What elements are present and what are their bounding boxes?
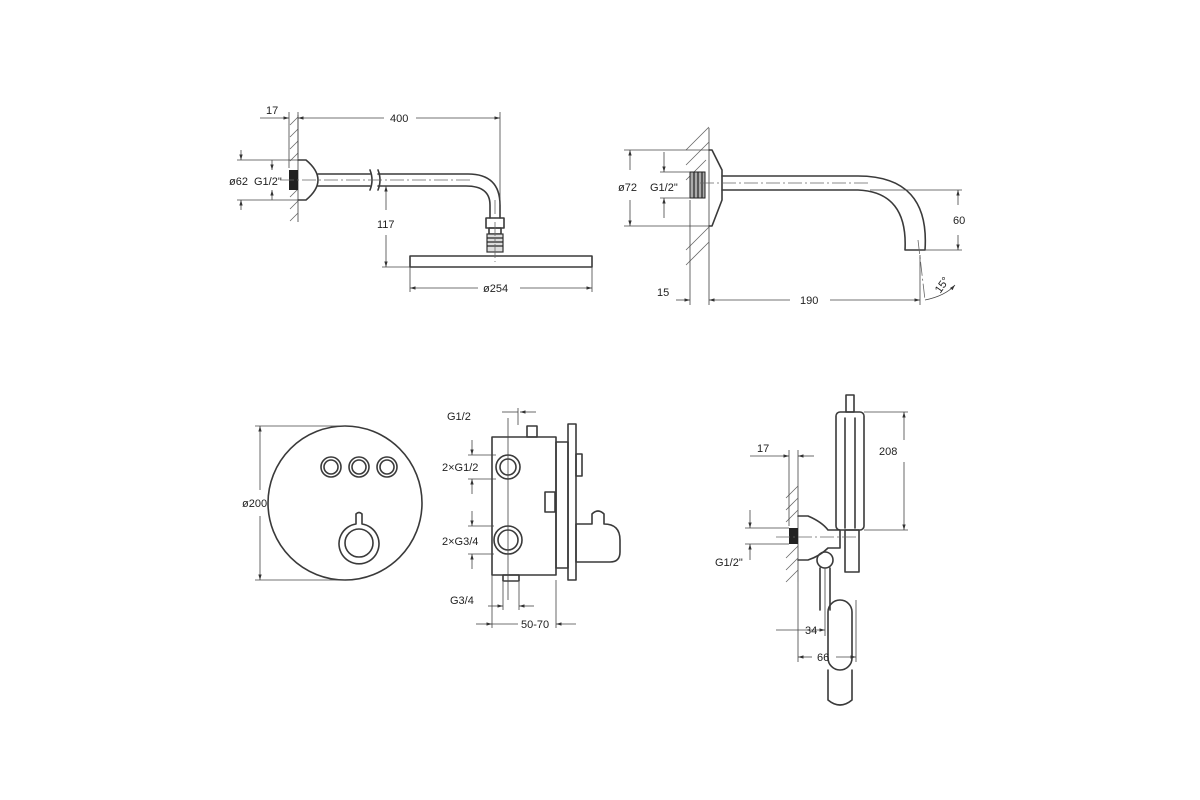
dim-install-depth: 50-70 [521, 619, 549, 631]
thread-block [789, 528, 798, 544]
wall-elbow [797, 515, 841, 561]
dim-spout-15: 15 [657, 287, 669, 299]
dim-arm-400: 400 [390, 113, 408, 125]
dim-hand-thread: G1/2" [715, 557, 743, 569]
shower-head [409, 255, 593, 268]
spout-body [721, 175, 927, 251]
spout-view: ø72 G1/2" 60 15 190 15° [618, 126, 965, 307]
spout-flange [708, 149, 723, 227]
wall-hatch [685, 126, 710, 305]
dim-flange-62: ø62 [229, 176, 248, 188]
hand-shower-handle [835, 411, 865, 531]
mixer-body-view: G1/2 2×G1/2 2×G3/4 G3/4 50-70 [442, 408, 621, 631]
dim-outlet-threads: 2×G1/2 [442, 462, 478, 474]
dim-hand-34: 34 [805, 625, 817, 637]
dim-inlet-threads: 2×G3/4 [442, 536, 478, 548]
shower-head-view: 17 400 ø62 G1/2" 117 ø254 [229, 105, 593, 295]
button-2 [348, 456, 370, 478]
dim-spout-flange-72: ø72 [618, 182, 637, 194]
dim-hand-height-208: 208 [879, 446, 897, 458]
mixer-knob [338, 511, 380, 565]
hose [819, 567, 853, 706]
dim-bottom-thread: G3/4 [450, 595, 474, 607]
dim-spout-angle: 15° [933, 275, 952, 296]
dim-spout-190: 190 [800, 295, 818, 307]
dim-thread-head: G1/2" [254, 176, 282, 188]
mixer-handle [575, 510, 621, 563]
dim-spout-thread: G1/2" [650, 182, 678, 194]
wall-flange [297, 159, 319, 201]
mixer-plate [267, 425, 423, 581]
dim-top-thread: G1/2 [447, 411, 471, 423]
hose-connector [816, 551, 834, 569]
dim-hand-wall-17: 17 [757, 443, 769, 455]
hand-shower-view: 17 208 G1/2" 34 66 [715, 394, 908, 706]
button-1 [320, 456, 342, 478]
dim-spout-height-60: 60 [953, 215, 965, 227]
dim-plate-200: ø200 [242, 498, 267, 510]
dim-hand-66: 66 [817, 652, 829, 664]
dim-drop-117: 117 [377, 219, 395, 231]
button-3 [376, 456, 398, 478]
mixer-front-view: ø200 [242, 425, 423, 581]
dim-wall-17: 17 [266, 105, 278, 117]
wall-hatch [289, 115, 299, 222]
shower-arm [317, 173, 501, 219]
dim-head-254: ø254 [483, 283, 508, 295]
